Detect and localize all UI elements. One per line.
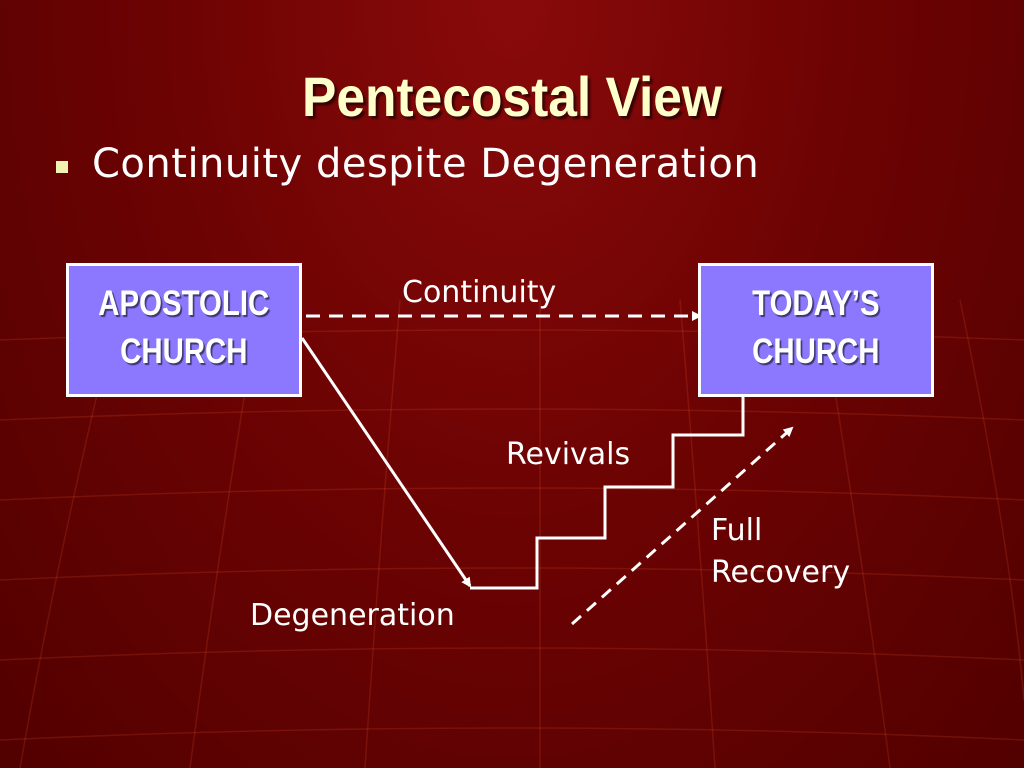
todays-box-line2: CHURCH: [752, 332, 880, 371]
revivals-staircase: [470, 395, 745, 590]
revivals-label: Revivals: [506, 437, 631, 472]
todays-church-box: TODAY’S CHURCH: [698, 263, 934, 397]
continuity-label: Continuity: [402, 275, 557, 310]
apostolic-box-line2: CHURCH: [120, 332, 248, 371]
apostolic-box-line1: APOSTOLIC: [98, 284, 270, 323]
full-recovery-label-line1: Full: [711, 513, 763, 548]
slide-title: Pentecostal View: [301, 65, 722, 128]
square-bullet-icon: [56, 161, 68, 173]
apostolic-church-box: APOSTOLIC CHURCH: [66, 263, 302, 397]
full-recovery-label-line2: Recovery: [711, 555, 851, 590]
degeneration-label: Degeneration: [250, 598, 455, 633]
degeneration-arrow: [300, 337, 472, 588]
bullet-text: Continuity despite Degeneration: [92, 141, 760, 187]
todays-box-line1: TODAY’S: [752, 284, 880, 323]
full-recovery-arrow: [571, 426, 794, 626]
bullet-item: Continuity despite Degeneration: [56, 136, 759, 192]
